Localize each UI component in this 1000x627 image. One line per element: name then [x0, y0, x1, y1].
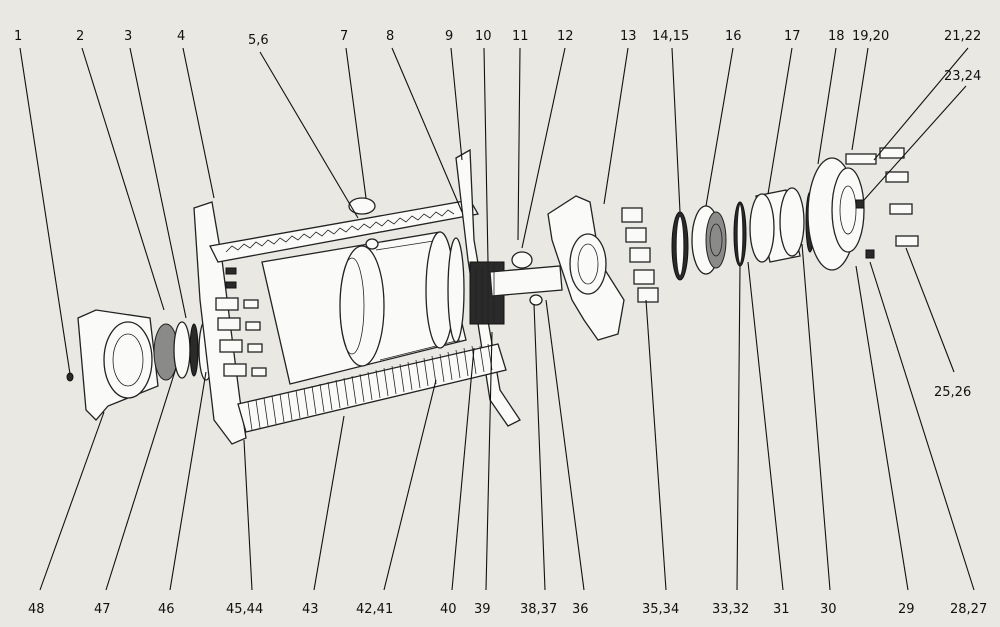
part-cap	[348, 197, 376, 215]
callout-label: 17	[784, 29, 801, 44]
callout-label: 11	[512, 29, 529, 44]
callout-label: 10	[475, 29, 492, 44]
callout-label: 38,37	[520, 602, 557, 617]
callout-label: 5,6	[248, 33, 269, 48]
part-bracket	[547, 195, 625, 341]
part-gear-pack	[691, 205, 727, 275]
callout-label: 39	[474, 602, 491, 617]
callout-label: 12	[557, 29, 574, 44]
callout-label: 23,24	[944, 69, 981, 84]
callout-label: 40	[440, 602, 457, 617]
labels-right: 25,26	[934, 385, 971, 400]
callout-label: 8	[386, 29, 394, 44]
callout-label: 14,15	[652, 29, 689, 44]
callout-label: 2	[76, 29, 84, 44]
callout-label: 30	[820, 602, 837, 617]
callout-label: 45,44	[226, 602, 263, 617]
callout-label: 18	[828, 29, 845, 44]
part-gear-shaft	[469, 251, 563, 325]
callout-label: 13	[620, 29, 637, 44]
callout-label: 29	[898, 602, 915, 617]
callout-label: 42,41	[356, 602, 393, 617]
callout-label: 28,27	[950, 602, 987, 617]
callout-label: 33,32	[712, 602, 749, 617]
part-fittings	[845, 147, 919, 259]
part-end-cap	[807, 157, 865, 271]
part-drum	[261, 231, 467, 385]
callout-label: 43	[302, 602, 319, 617]
callout-label: 36	[572, 602, 589, 617]
callout-label: 47	[94, 602, 111, 617]
callout-label: 7	[340, 29, 348, 44]
part-bolts	[215, 297, 267, 377]
callout-label: 35,34	[642, 602, 679, 617]
callout-label: 16	[725, 29, 742, 44]
callout-label: 3	[124, 29, 132, 44]
callout-label: 21,22	[944, 29, 981, 44]
callout-label: 31	[773, 602, 790, 617]
callout-label: 46	[158, 602, 175, 617]
callout-label: 48	[28, 602, 45, 617]
part-nuts	[621, 207, 659, 303]
leader-lines	[19, 47, 975, 591]
part-threaded-rod	[237, 343, 507, 433]
winch-drawing	[66, 147, 919, 445]
part-end-housing	[66, 309, 159, 421]
callout-label: 25,26	[934, 385, 971, 400]
callout-label: 9	[445, 29, 453, 44]
callout-label: 1	[14, 29, 22, 44]
callout-label: 19,20	[852, 29, 889, 44]
labels-bottom: 48 47 46 45,44 43 42,41 40 39 38,37 36 3…	[28, 602, 987, 617]
part-pin	[66, 372, 74, 382]
part-frame-top-rack	[209, 199, 480, 263]
part-cylinder	[749, 187, 805, 263]
callout-label: 4	[177, 29, 185, 44]
labels-top: 1 2 3 4 5,6 7 8 9 10 11 12 13 14,15 16 1…	[14, 29, 981, 84]
